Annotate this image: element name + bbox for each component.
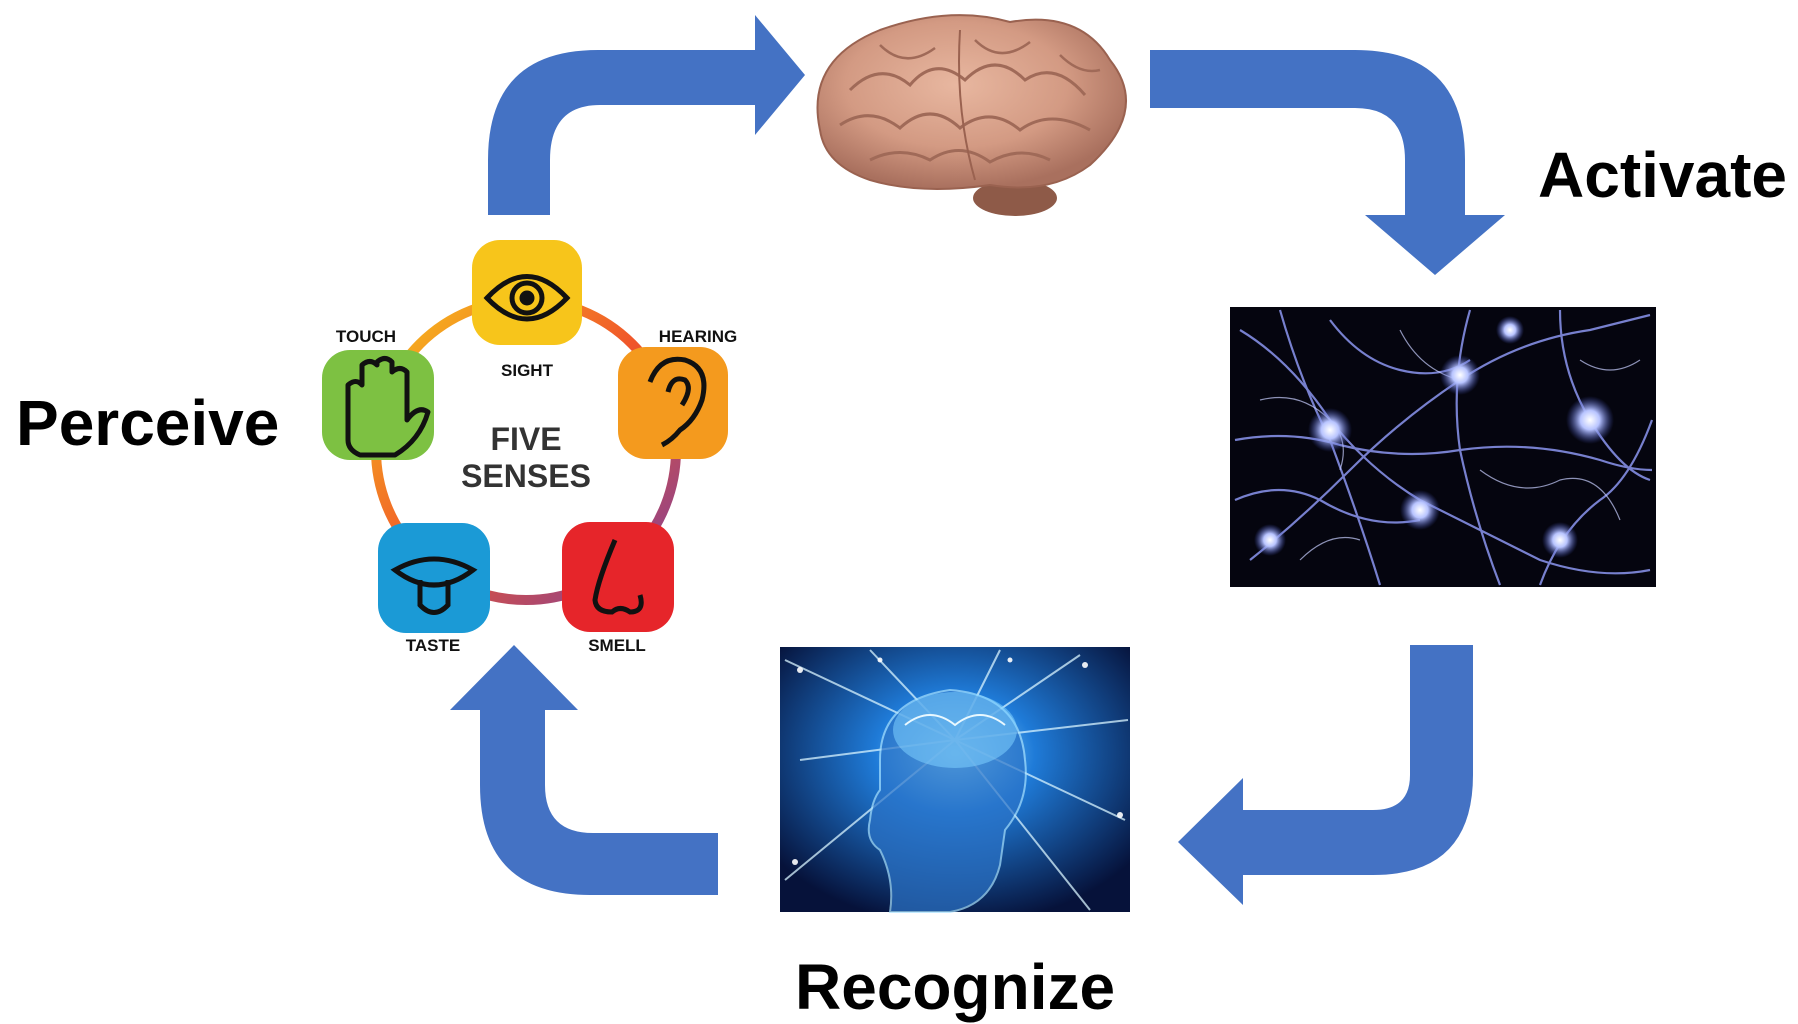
- sense-label-hearing: HEARING: [659, 327, 737, 346]
- taste-tile: [378, 523, 490, 633]
- glowing-head-image: [780, 647, 1130, 913]
- five-senses-wheel: FIVE SENSES SIGHT HEARING SMELL TASTE: [322, 240, 737, 655]
- brain-image: [816, 14, 1127, 216]
- arrow-brain-to-neurons: [1150, 50, 1505, 275]
- sense-label-sight: SIGHT: [501, 361, 554, 380]
- nose-icon: [592, 539, 644, 615]
- sense-label-smell: SMELL: [588, 636, 646, 655]
- sense-label-touch: TOUCH: [336, 327, 396, 346]
- eye-icon: [483, 274, 571, 322]
- arrow-neurons-to-recognize: [1178, 645, 1473, 905]
- hand-icon: [345, 356, 431, 458]
- sense-label-taste: TASTE: [406, 636, 460, 655]
- tongue-icon: [390, 556, 478, 615]
- step-label-activate: Activate: [1538, 139, 1787, 211]
- neurons-image: [1230, 307, 1656, 587]
- step-label-perceive: Perceive: [16, 387, 280, 459]
- hearing-tile: [618, 347, 728, 459]
- arrow-recognize-to-perceive: [450, 645, 718, 895]
- ear-icon: [647, 356, 707, 448]
- five-senses-title-2: SENSES: [461, 458, 591, 494]
- five-senses-title-1: FIVE: [490, 421, 561, 457]
- smell-tile: [562, 522, 674, 632]
- step-label-recognize: Recognize: [795, 951, 1116, 1023]
- arrow-perceive-to-brain: [488, 15, 805, 215]
